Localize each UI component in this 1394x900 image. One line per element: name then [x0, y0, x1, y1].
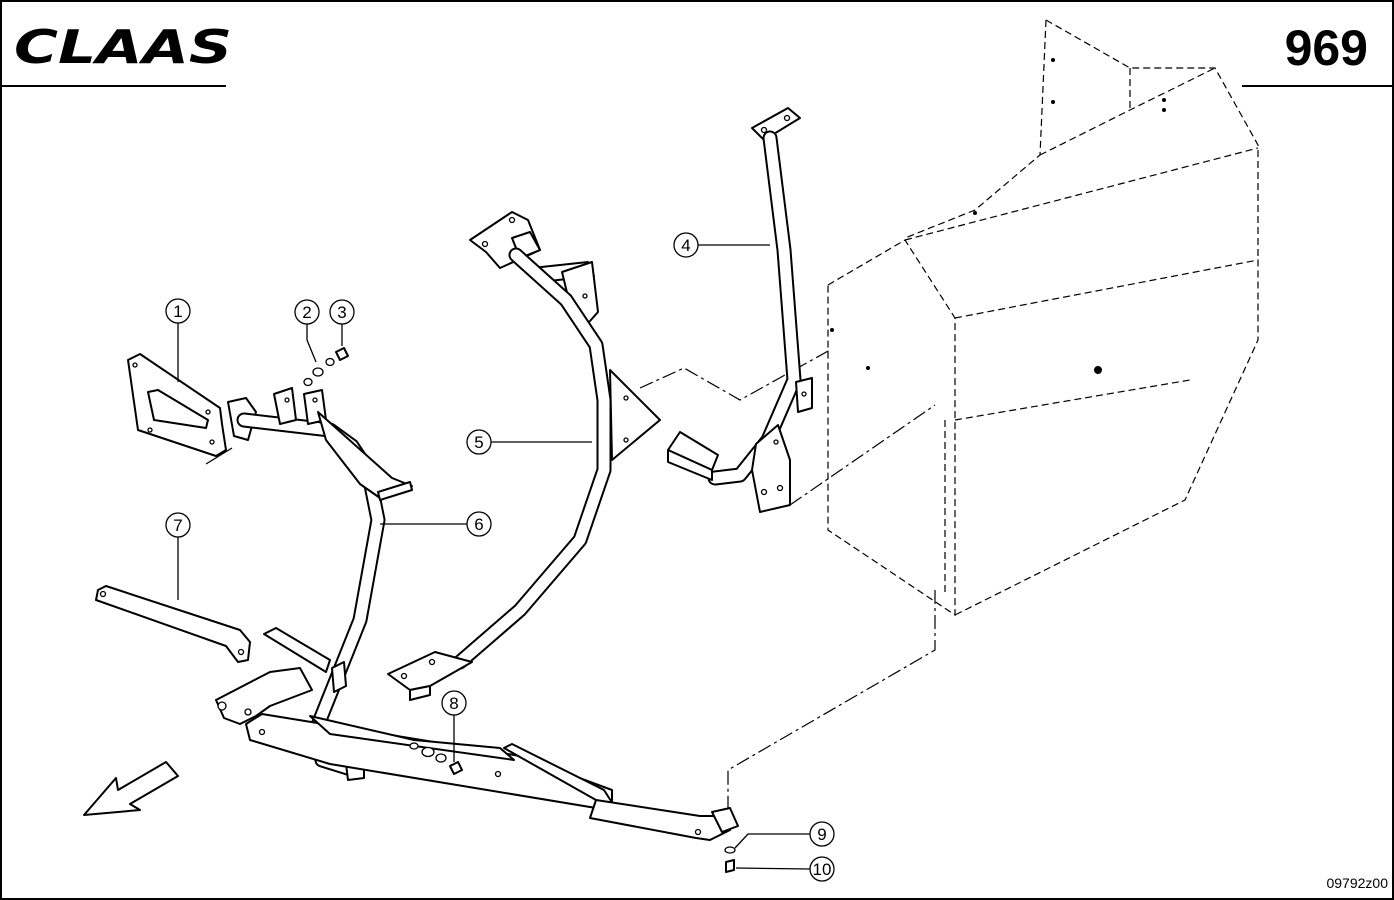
part-5-tube-stay[interactable] — [387, 211, 661, 701]
callout-5[interactable]: 5 — [466, 429, 592, 455]
svg-text:2: 2 — [302, 303, 311, 322]
svg-text:8: 8 — [449, 694, 458, 713]
part-6-tube-frame[interactable] — [227, 387, 413, 781]
callout-1[interactable]: 1 — [165, 298, 191, 382]
svg-text:1: 1 — [173, 302, 182, 321]
part-1-mounting-plate[interactable] — [127, 353, 233, 465]
travel-direction-arrow-icon — [83, 761, 179, 816]
svg-text:9: 9 — [817, 825, 826, 844]
callout-7[interactable]: 7 — [165, 512, 191, 600]
washers-2-3[interactable] — [303, 347, 349, 387]
callout-8[interactable]: 8 — [441, 690, 467, 762]
svg-text:5: 5 — [474, 433, 483, 452]
svg-text:10: 10 — [813, 860, 832, 879]
svg-text:6: 6 — [474, 515, 483, 534]
callout-10[interactable]: 10 — [735, 856, 835, 882]
svg-text:4: 4 — [681, 236, 690, 255]
hopper-outline — [639, 19, 1259, 812]
callout-6[interactable]: 6 — [380, 511, 492, 537]
callout-2[interactable]: 2 — [294, 299, 320, 363]
svg-text:3: 3 — [337, 303, 346, 322]
svg-text:7: 7 — [173, 516, 182, 535]
lower-main-frame[interactable] — [215, 627, 739, 873]
drawing-id: 09792z00 — [1326, 875, 1388, 891]
page-number: 969 — [1285, 20, 1368, 76]
part-4-support-stay[interactable] — [667, 107, 813, 513]
callout-9[interactable]: 9 — [734, 821, 835, 849]
callout-3[interactable]: 3 — [329, 299, 355, 346]
brand-logo: CLAAS — [14, 20, 232, 74]
part-7-flat-bar[interactable] — [95, 585, 251, 663]
callout-4[interactable]: 4 — [673, 232, 770, 258]
